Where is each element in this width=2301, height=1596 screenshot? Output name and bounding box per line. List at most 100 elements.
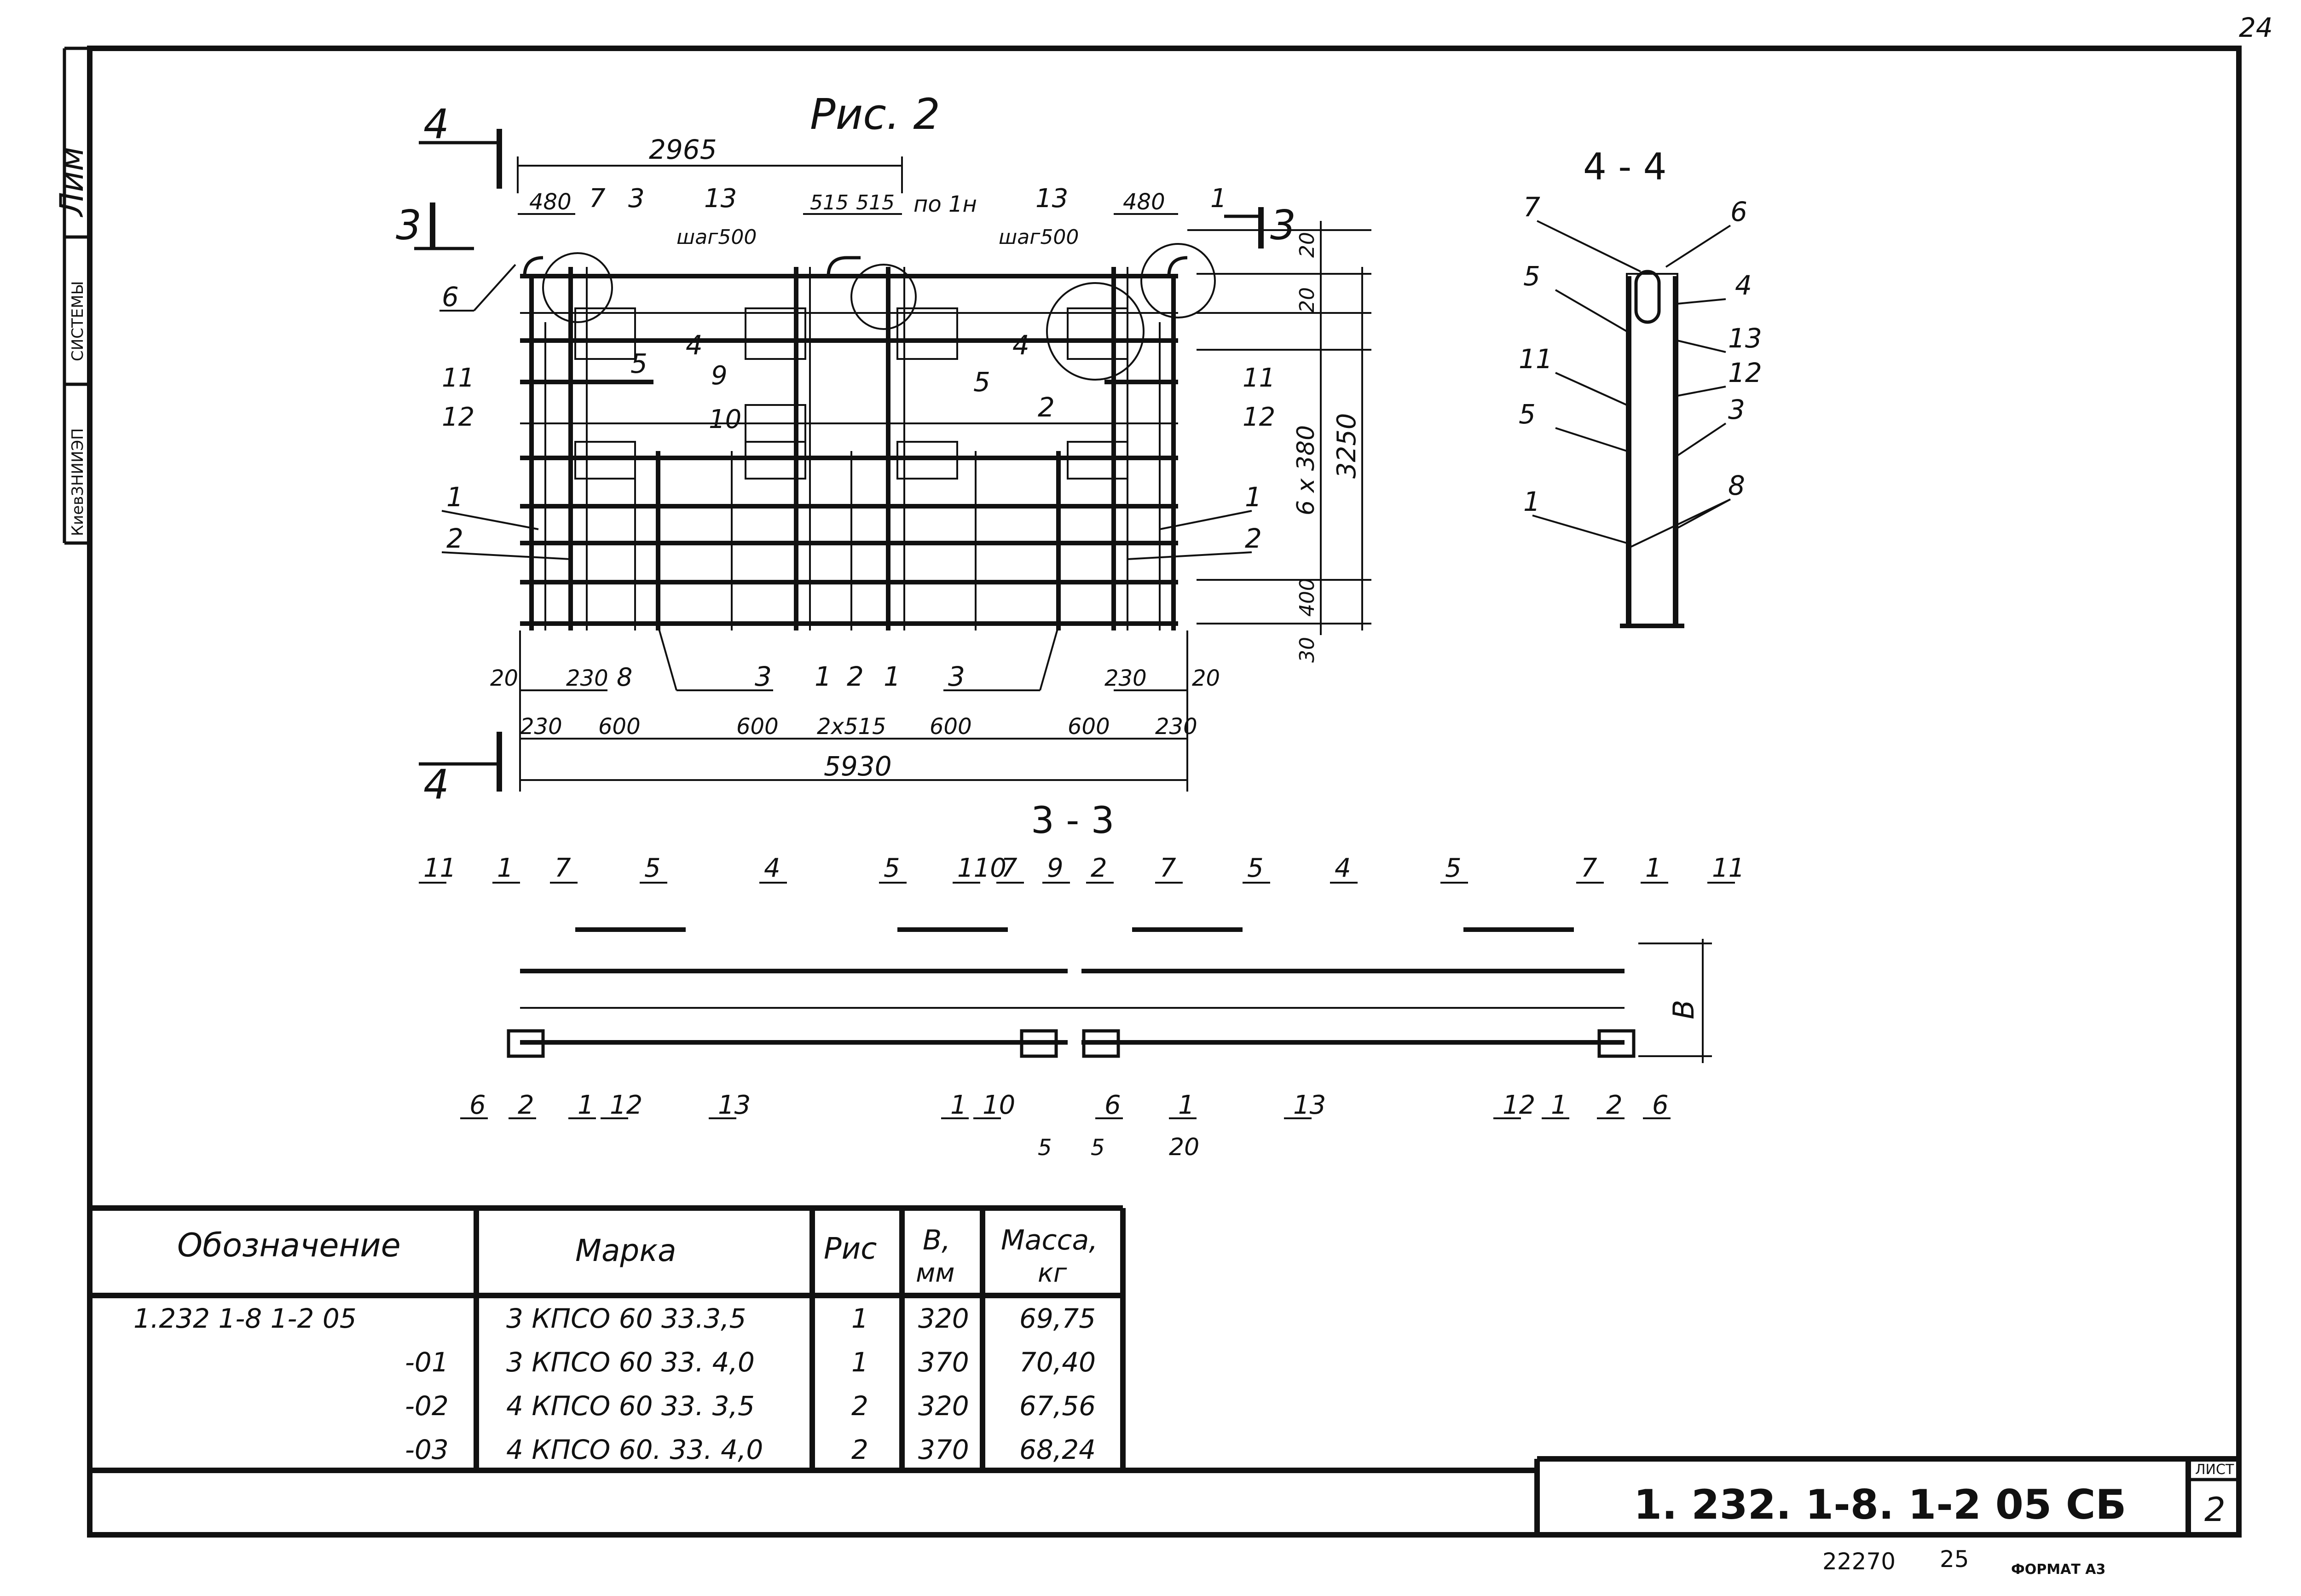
dim-480-right: 480 bbox=[1123, 189, 1165, 215]
mark-bottom-2: 2 bbox=[847, 661, 864, 692]
s33-bottom-mark: 13 bbox=[718, 1090, 751, 1120]
row-designation: -03 bbox=[405, 1434, 449, 1465]
s33-top-mark: 7 bbox=[555, 853, 571, 883]
dim-5930: 5930 bbox=[824, 751, 892, 782]
header-b: В, bbox=[923, 1224, 950, 1256]
s44-mark-5-b: 5 bbox=[1519, 399, 1536, 430]
s44-mark-12: 12 bbox=[1728, 357, 1762, 388]
s33-top-mark: 7 bbox=[1001, 853, 1018, 883]
row-mass: 69,75 bbox=[1019, 1303, 1096, 1334]
mark-3: 3 bbox=[628, 184, 645, 214]
row-mass: 67,56 bbox=[1019, 1390, 1096, 1422]
mark-6: 6 bbox=[442, 281, 459, 312]
sheet-number: 2 bbox=[2204, 1490, 2226, 1529]
s33-bottom-mark: 12 bbox=[610, 1090, 642, 1120]
mark-10: 10 bbox=[709, 405, 741, 434]
dim-600-d: 600 bbox=[1068, 714, 1110, 740]
s33-top-mark: 5 bbox=[1445, 853, 1462, 883]
s33-bottom-mark: 2 bbox=[518, 1090, 534, 1120]
note-po-1n: по 1н bbox=[913, 191, 977, 217]
s44-mark-13: 13 bbox=[1728, 323, 1762, 354]
s44-mark-3: 3 bbox=[1728, 394, 1745, 425]
row-mark: 3 КПСО 60 33. 4,0 bbox=[506, 1347, 755, 1378]
s44-mark-8: 8 bbox=[1728, 470, 1745, 501]
mark-13-b: 13 bbox=[1035, 184, 1068, 214]
s33-top-mark: 11 bbox=[1712, 853, 1745, 883]
s44-mark-1: 1 bbox=[1523, 486, 1540, 517]
dim-230-tr: 230 bbox=[1104, 665, 1147, 691]
dim-2965: 2965 bbox=[649, 134, 717, 165]
header-designation: Обозначение bbox=[177, 1226, 401, 1264]
dim-600-a: 600 bbox=[598, 714, 641, 740]
doc-code: 1. 232. 1-8. 1-2 05 СБ bbox=[1634, 1481, 2126, 1528]
row-b: 320 bbox=[918, 1390, 969, 1422]
s33-bottom-mark: 6 bbox=[1104, 1090, 1121, 1120]
detail-circle-right-big bbox=[1046, 282, 1145, 381]
s33-bottom-mark: 1 bbox=[1178, 1090, 1195, 1120]
dim-480-left: 480 bbox=[529, 189, 572, 215]
detail-circle-left bbox=[542, 252, 613, 323]
s33-top-mark: 110 bbox=[957, 853, 1006, 883]
dim-20-top: 20 bbox=[1295, 232, 1319, 258]
sheet-label: ЛИСТ bbox=[2195, 1462, 2234, 1478]
mark-1-right: 1 bbox=[1245, 481, 1262, 513]
s33-top-mark: 2 bbox=[1091, 853, 1107, 883]
s33-bottom-mark: 13 bbox=[1293, 1090, 1326, 1120]
step-500-right: шаг500 bbox=[999, 226, 1079, 249]
mark-4-b: 4 bbox=[1012, 330, 1029, 361]
s33-top-mark: 5 bbox=[644, 853, 661, 883]
row-mark: 4 КПСО 60. 33. 4,0 bbox=[506, 1434, 763, 1465]
spec-table: Обозначение Марка Рис В, мм Масса, кг 1.… bbox=[90, 1205, 1537, 1473]
sheet-frame bbox=[63, 46, 2242, 1538]
stamp-dept: СИСТЕМЫ bbox=[69, 281, 87, 362]
dim-5-b: 5 bbox=[1091, 1135, 1105, 1161]
mark-11-right: 11 bbox=[1243, 363, 1275, 393]
fig2-marks: 7 3 13 13 1 6 5 4 9 10 5 4 2 11 12 11 12… bbox=[439, 184, 1275, 692]
s33-bottom-mark: 6 bbox=[1652, 1090, 1669, 1120]
s33-top-mark: 4 bbox=[764, 853, 780, 883]
mark-bottom-1-b: 1 bbox=[884, 661, 901, 692]
footer-page: 25 bbox=[1940, 1546, 1969, 1573]
mark-11-left: 11 bbox=[442, 363, 474, 393]
dim-20-s33: 20 bbox=[1169, 1133, 1199, 1161]
mark-1-top: 1 bbox=[1210, 184, 1227, 214]
row-designation: 1.232 1-8 1-2 05 bbox=[133, 1303, 357, 1334]
row-mark: 4 КПСО 60 33. 3,5 bbox=[506, 1390, 755, 1422]
row-designation: -01 bbox=[405, 1347, 449, 1378]
section-4-4-marks: 7 6 5 4 13 11 12 5 3 8 1 bbox=[1519, 191, 1762, 549]
row-fig: 1 bbox=[851, 1347, 868, 1378]
title-block: 1. 232. 1-8. 1-2 05 СБ ЛИСТ 2 bbox=[1534, 1456, 2239, 1535]
s33-top-mark: 1 bbox=[497, 853, 514, 883]
s44-mark-4: 4 bbox=[1735, 270, 1752, 301]
dim-6x380: 6 x 380 bbox=[1292, 425, 1320, 515]
row-b: 370 bbox=[918, 1347, 969, 1378]
row-b: 370 bbox=[918, 1434, 969, 1465]
detail-circle-mid bbox=[850, 264, 917, 330]
figure-title: Рис. 2 bbox=[810, 90, 940, 139]
s33-top-mark: 9 bbox=[1047, 853, 1064, 883]
row-b: 320 bbox=[918, 1303, 969, 1334]
mark-2-left: 2 bbox=[446, 523, 463, 554]
s33-top-mark: 1 bbox=[1645, 853, 1662, 883]
section-4-4: 4 - 4 7 6 5 4 13 11 12 5 3 8 1 bbox=[1519, 145, 1762, 628]
corner-number: 24 bbox=[2239, 12, 2273, 43]
row-fig: 1 bbox=[851, 1303, 868, 1334]
dim-400: 400 bbox=[1295, 578, 1319, 617]
dim-30: 30 bbox=[1295, 637, 1319, 663]
s44-mark-11: 11 bbox=[1519, 343, 1553, 375]
row-fig: 2 bbox=[851, 1390, 868, 1422]
mark-2-circle: 2 bbox=[1038, 392, 1055, 423]
s33-bottom-mark: 1 bbox=[578, 1090, 594, 1120]
s44-mark-6: 6 bbox=[1730, 196, 1747, 227]
s33-bottom-mark: 2 bbox=[1606, 1090, 1623, 1120]
dim-230-br: 230 bbox=[1155, 714, 1197, 740]
s33-top-mark: 5 bbox=[1247, 853, 1264, 883]
row-mass: 68,24 bbox=[1019, 1434, 1096, 1465]
s33-bottom-mark: 1 bbox=[1551, 1090, 1567, 1120]
mark-2-right: 2 bbox=[1245, 523, 1262, 554]
inventory-number: 22270 bbox=[1822, 1548, 1896, 1575]
